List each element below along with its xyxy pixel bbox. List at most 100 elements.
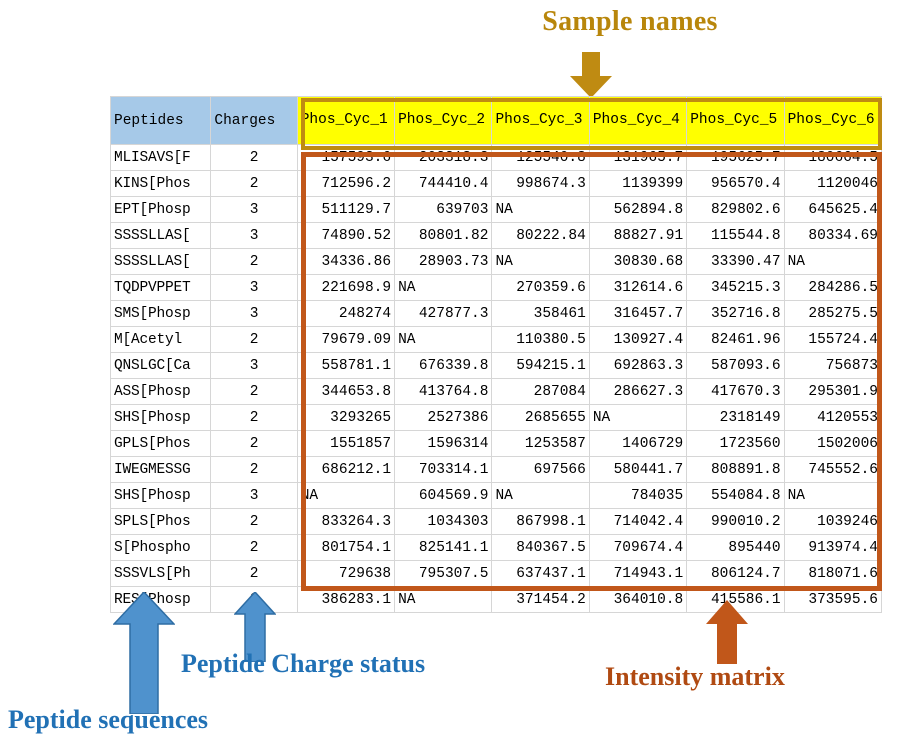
cell-intensity[interactable]: 79679.09 bbox=[296, 326, 396, 353]
cell-peptide[interactable]: SPLS[Phos bbox=[109, 508, 212, 535]
cell-intensity[interactable]: 413764.8 bbox=[394, 378, 493, 405]
cell-intensity[interactable]: 82461.96 bbox=[686, 326, 785, 353]
cell-peptide[interactable]: SHS[Phosp bbox=[109, 404, 212, 431]
cell-intensity[interactable]: 33390.47 bbox=[686, 248, 785, 275]
cell-intensity[interactable]: 352716.8 bbox=[686, 300, 785, 327]
cell-intensity[interactable]: 285275.5 bbox=[783, 300, 883, 327]
cell-intensity[interactable]: 1120046 bbox=[783, 170, 883, 197]
cell-intensity[interactable]: 88827.91 bbox=[588, 222, 688, 249]
cell-peptide[interactable]: SSSSLLAS[ bbox=[109, 248, 212, 275]
column-header-sample-2[interactable]: Phos_Cyc_2 bbox=[394, 96, 493, 145]
cell-intensity[interactable]: NA bbox=[588, 404, 688, 431]
cell-charge[interactable]: 2 bbox=[210, 560, 298, 587]
cell-charge[interactable]: 3 bbox=[210, 196, 298, 223]
cell-charge[interactable]: 2 bbox=[210, 248, 298, 275]
cell-intensity[interactable]: 312614.6 bbox=[588, 274, 688, 301]
cell-intensity[interactable]: 913974.4 bbox=[783, 534, 883, 561]
cell-intensity[interactable]: 714943.1 bbox=[588, 560, 688, 587]
cell-intensity[interactable]: 180664.5 bbox=[783, 144, 883, 171]
cell-charge[interactable]: 2 bbox=[210, 170, 298, 197]
cell-intensity[interactable]: 248274 bbox=[296, 300, 396, 327]
cell-charge[interactable]: 2 bbox=[210, 534, 298, 561]
cell-intensity[interactable]: 818071.6 bbox=[783, 560, 883, 587]
cell-intensity[interactable]: 371454.2 bbox=[491, 586, 590, 613]
column-header-sample-6[interactable]: Phos_Cyc_6 bbox=[783, 96, 883, 145]
spreadsheet-grid[interactable]: Peptides Charges Phos_Cyc_1 Phos_Cyc_2 P… bbox=[109, 96, 883, 613]
cell-intensity[interactable]: 1596314 bbox=[394, 430, 493, 457]
cell-intensity[interactable]: 587093.6 bbox=[686, 352, 785, 379]
cell-intensity[interactable]: 990010.2 bbox=[686, 508, 785, 535]
cell-charge[interactable]: 2 bbox=[210, 430, 298, 457]
cell-peptide[interactable]: SSSVLS[Ph bbox=[109, 560, 212, 587]
cell-intensity[interactable]: 1139399 bbox=[588, 170, 688, 197]
cell-intensity[interactable]: 594215.1 bbox=[491, 352, 590, 379]
cell-intensity[interactable]: 80801.82 bbox=[394, 222, 493, 249]
cell-intensity[interactable]: 4120553 bbox=[783, 404, 883, 431]
column-header-charges[interactable]: Charges bbox=[210, 96, 298, 145]
cell-intensity[interactable]: 284286.5 bbox=[783, 274, 883, 301]
cell-intensity[interactable]: 554084.8 bbox=[686, 482, 785, 509]
cell-peptide[interactable]: SHS[Phosp bbox=[109, 482, 212, 509]
cell-intensity[interactable]: 562894.8 bbox=[588, 196, 688, 223]
cell-intensity[interactable]: 316457.7 bbox=[588, 300, 688, 327]
cell-intensity[interactable]: 712596.2 bbox=[296, 170, 396, 197]
cell-intensity[interactable]: 729638 bbox=[296, 560, 396, 587]
cell-peptide[interactable]: KINS[Phos bbox=[109, 170, 212, 197]
cell-intensity[interactable]: 829802.6 bbox=[686, 196, 785, 223]
cell-intensity[interactable]: 2318149 bbox=[686, 404, 785, 431]
cell-charge[interactable]: 3 bbox=[210, 482, 298, 509]
cell-intensity[interactable]: 637437.1 bbox=[491, 560, 590, 587]
cell-peptide[interactable]: SSSSLLAS[ bbox=[109, 222, 212, 249]
cell-intensity[interactable]: 686212.1 bbox=[296, 456, 396, 483]
cell-intensity[interactable]: 745552.6 bbox=[783, 456, 883, 483]
cell-intensity[interactable]: 697566 bbox=[491, 456, 590, 483]
cell-intensity[interactable]: 3293265 bbox=[296, 404, 396, 431]
cell-intensity[interactable]: 364010.8 bbox=[588, 586, 688, 613]
cell-charge[interactable]: 2 bbox=[210, 378, 298, 405]
cell-intensity[interactable]: 956570.4 bbox=[686, 170, 785, 197]
cell-intensity[interactable]: 386283.1 bbox=[296, 586, 396, 613]
cell-intensity[interactable]: 155724.4 bbox=[783, 326, 883, 353]
cell-intensity[interactable]: 709674.4 bbox=[588, 534, 688, 561]
cell-charge[interactable]: 3 bbox=[210, 274, 298, 301]
cell-charge[interactable]: 2 bbox=[210, 456, 298, 483]
cell-peptide[interactable]: SMS[Phosp bbox=[109, 300, 212, 327]
cell-intensity[interactable]: 825141.1 bbox=[394, 534, 493, 561]
cell-intensity[interactable]: NA bbox=[491, 196, 590, 223]
cell-charge[interactable]: 2 bbox=[210, 404, 298, 431]
cell-intensity[interactable]: NA bbox=[394, 586, 493, 613]
cell-intensity[interactable]: 703314.1 bbox=[394, 456, 493, 483]
cell-intensity[interactable]: NA bbox=[783, 482, 883, 509]
cell-intensity[interactable]: 756873 bbox=[783, 352, 883, 379]
column-header-sample-4[interactable]: Phos_Cyc_4 bbox=[588, 96, 688, 145]
cell-intensity[interactable]: 80222.84 bbox=[491, 222, 590, 249]
cell-charge[interactable]: 2 bbox=[210, 326, 298, 353]
cell-intensity[interactable]: 558781.1 bbox=[296, 352, 396, 379]
cell-intensity[interactable]: 80334.69 bbox=[783, 222, 883, 249]
cell-peptide[interactable]: S[Phospho bbox=[109, 534, 212, 561]
cell-intensity[interactable]: 676339.8 bbox=[394, 352, 493, 379]
cell-intensity[interactable]: 30830.68 bbox=[588, 248, 688, 275]
cell-intensity[interactable]: 125540.8 bbox=[491, 144, 590, 171]
cell-intensity[interactable]: 115544.8 bbox=[686, 222, 785, 249]
cell-intensity[interactable]: 1502006 bbox=[783, 430, 883, 457]
cell-peptide[interactable]: GPLS[Phos bbox=[109, 430, 212, 457]
cell-intensity[interactable]: 511129.7 bbox=[296, 196, 396, 223]
cell-intensity[interactable]: 795307.5 bbox=[394, 560, 493, 587]
cell-intensity[interactable]: 131965.7 bbox=[588, 144, 688, 171]
cell-intensity[interactable]: NA bbox=[783, 248, 883, 275]
column-header-peptides[interactable]: Peptides bbox=[109, 96, 212, 145]
cell-intensity[interactable]: 784035 bbox=[588, 482, 688, 509]
cell-intensity[interactable]: 801754.1 bbox=[296, 534, 396, 561]
cell-intensity[interactable]: 34336.86 bbox=[296, 248, 396, 275]
cell-charge[interactable]: 2 bbox=[210, 144, 298, 171]
cell-intensity[interactable]: 744410.4 bbox=[394, 170, 493, 197]
cell-intensity[interactable]: 833264.3 bbox=[296, 508, 396, 535]
cell-intensity[interactable]: 195625.7 bbox=[686, 144, 785, 171]
cell-intensity[interactable]: 867998.1 bbox=[491, 508, 590, 535]
cell-intensity[interactable]: NA bbox=[491, 482, 590, 509]
cell-intensity[interactable]: NA bbox=[296, 482, 396, 509]
cell-intensity[interactable]: 270359.6 bbox=[491, 274, 590, 301]
cell-intensity[interactable]: 110380.5 bbox=[491, 326, 590, 353]
cell-peptide[interactable]: TQDPVPPET bbox=[109, 274, 212, 301]
